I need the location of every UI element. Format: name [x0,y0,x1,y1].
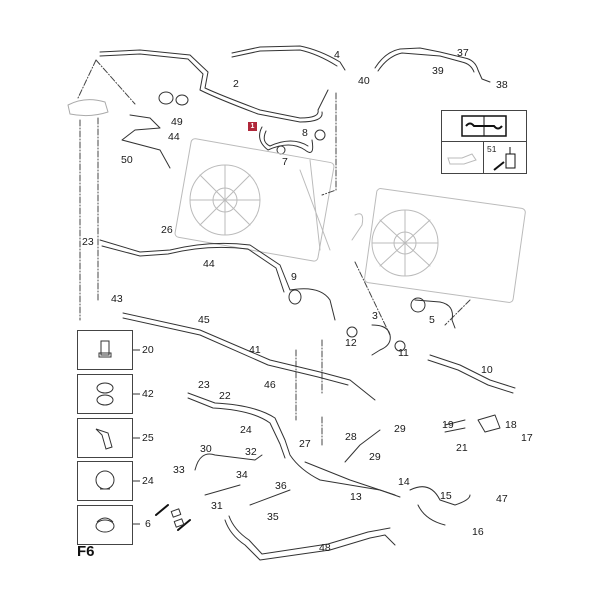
callout-29b[interactable]: 29 [369,451,381,463]
callout-12[interactable]: 12 [345,337,357,349]
callout-9[interactable]: 9 [291,271,297,283]
callout-15[interactable]: 15 [440,490,452,502]
callout-8[interactable]: 8 [302,127,308,139]
callout-33[interactable]: 33 [173,464,185,476]
hose-9 [99,239,336,321]
callout-19[interactable]: 19 [442,419,454,431]
info-label-51[interactable]: 51 [487,144,497,154]
callout-44a[interactable]: 44 [168,131,180,143]
callout-36[interactable]: 36 [275,480,287,492]
callout-35[interactable]: 35 [267,511,279,523]
hose-10 [429,354,516,389]
callout-13[interactable]: 13 [350,491,362,503]
callout-21[interactable]: 21 [456,442,468,454]
clamp-8 [314,129,326,141]
callout-47[interactable]: 47 [496,493,508,505]
callout-23a[interactable]: 23 [82,236,94,248]
callout-3[interactable]: 3 [372,310,378,322]
clamp-11 [394,340,406,352]
hose-15 [409,486,471,506]
inset-label-20[interactable]: 20 [142,344,154,356]
callout-29a[interactable]: 29 [394,423,406,435]
callout-4[interactable]: 4 [334,49,340,61]
callout-18[interactable]: 18 [505,419,517,431]
callout-43[interactable]: 43 [111,293,123,305]
callout-24[interactable]: 24 [240,424,252,436]
inset-label-24[interactable]: 24 [142,475,154,487]
reservoir [67,99,109,117]
hose-41 [122,312,376,401]
hose-30 [194,453,263,471]
hose-22 [187,392,401,498]
oil-can-icon [442,142,484,173]
callout-5[interactable]: 5 [429,314,435,326]
hose-1 [259,126,314,153]
callout-34[interactable]: 34 [236,469,248,481]
hose-37 [374,47,491,83]
callout-49[interactable]: 49 [171,116,183,128]
radiator-left [174,138,335,262]
callout-16[interactable]: 16 [472,526,484,538]
callout-41[interactable]: 41 [249,344,261,356]
highlighted-part-marker[interactable]: 1 [248,122,257,131]
bolts-19-21 [444,419,466,433]
inset-label-25[interactable]: 25 [142,432,154,444]
callout-28[interactable]: 28 [345,431,357,443]
book-wrench-icon [442,111,526,142]
callout-38[interactable]: 38 [496,79,508,91]
sensor-18 [477,414,501,433]
inset-box-25[interactable] [77,418,133,458]
callout-14[interactable]: 14 [398,476,410,488]
callout-22[interactable]: 22 [219,390,231,402]
info-box: 51 [441,110,527,174]
hose-3 [371,324,391,356]
arrows-6 [155,504,191,531]
inset-label-6[interactable]: 6 [145,518,151,530]
callout-48[interactable]: 48 [319,542,331,554]
radiator-right [351,188,526,303]
callout-17[interactable]: 17 [521,432,533,444]
callout-2[interactable]: 2 [233,78,239,90]
hose-35 [249,489,291,506]
callout-26[interactable]: 26 [161,224,173,236]
hose-5 [414,299,456,329]
sealant-bottle-icon [484,142,526,173]
hose-31 [204,484,241,496]
inset-label-42[interactable]: 42 [142,388,154,400]
callout-37[interactable]: 37 [457,47,469,59]
callout-40[interactable]: 40 [358,75,370,87]
callout-7[interactable]: 7 [282,156,288,168]
callout-31[interactable]: 31 [211,500,223,512]
hose-48 [224,519,396,561]
figure-label: F6 [77,543,95,560]
inset-box-6[interactable] [77,505,133,545]
clamp-5 [410,297,426,313]
callout-10[interactable]: 10 [481,364,493,376]
clamp-7 [276,145,286,155]
pipe-13 [304,461,396,496]
inset-box-20[interactable] [77,330,133,370]
callout-23b[interactable]: 23 [198,379,210,391]
hose-28 [344,429,381,463]
hose-49 [121,114,171,169]
clamp-2 [158,91,174,105]
callout-39[interactable]: 39 [432,65,444,77]
clamp-12 [346,326,358,338]
callout-32[interactable]: 32 [245,446,257,458]
callout-44b[interactable]: 44 [203,258,215,270]
callout-11[interactable]: 11 [398,347,409,359]
hose-2 [99,49,329,119]
hose-4 [231,45,346,71]
callout-45[interactable]: 45 [198,314,210,326]
inset-box-24[interactable] [77,461,133,501]
callout-30[interactable]: 30 [200,443,212,455]
callout-27[interactable]: 27 [299,438,311,450]
callout-46[interactable]: 46 [264,379,276,391]
callout-50[interactable]: 50 [121,154,133,166]
inset-box-42[interactable] [77,374,133,414]
clamp-9 [288,289,302,305]
